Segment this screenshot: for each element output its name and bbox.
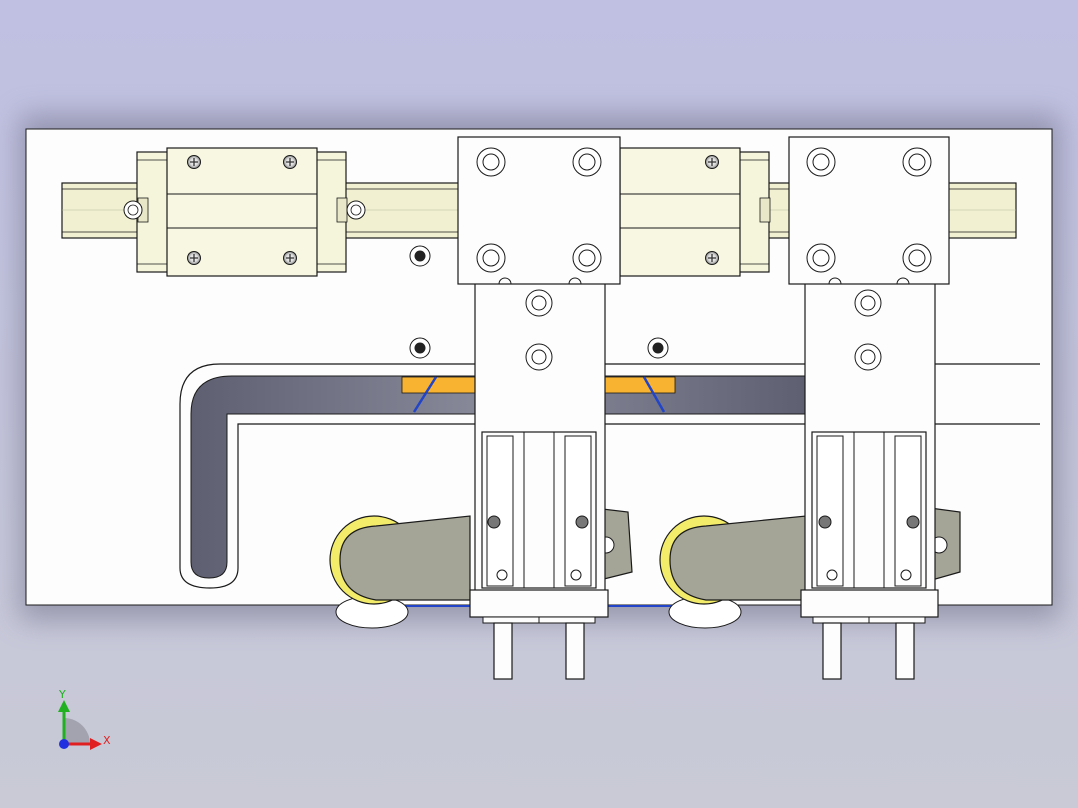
plate-bolt: [647, 337, 669, 359]
bar-hole: [854, 289, 882, 317]
partial-hole: [498, 277, 512, 285]
clamp-arm-left[interactable]: [329, 507, 633, 605]
l-slot-outline: [179, 363, 1040, 589]
guide-carriage-left[interactable]: [136, 147, 348, 277]
blue-wire: [412, 376, 438, 413]
l-slot-channel: [190, 375, 807, 579]
guide-carriage-right[interactable]: [589, 147, 771, 277]
partial-hole: [896, 277, 910, 285]
plate-bolt: [409, 245, 431, 267]
partial-hole: [568, 277, 582, 285]
bar-hole: [854, 343, 882, 371]
triad-rotation-arc-icon: [64, 718, 90, 744]
rail-end-hole-mid: [346, 200, 366, 220]
carriage-screw: [283, 155, 297, 169]
carriage-screw: [705, 251, 719, 265]
plate-bolt: [409, 337, 431, 359]
mount-hole: [476, 243, 506, 273]
carriage-screw: [187, 155, 201, 169]
mount-hole: [902, 243, 932, 273]
mount-hole: [476, 147, 506, 177]
triad-y-arrow-icon: [58, 700, 70, 712]
triad-x-arrow-icon: [90, 738, 102, 750]
triad-z-axis-icon: [59, 739, 69, 749]
orange-bar-left: [401, 376, 477, 394]
mount-hole: [572, 147, 602, 177]
orange-bar-right: [602, 376, 676, 394]
carriage-screw: [187, 251, 201, 265]
triad-x-label: X: [103, 734, 111, 747]
cylinder-assembly-right[interactable]: [788, 136, 950, 680]
triad-y-label: Y: [58, 688, 66, 701]
bar-hole: [525, 343, 553, 371]
bar-hole: [525, 289, 553, 317]
cylinder-assembly-left[interactable]: [457, 136, 621, 680]
coordinate-triad[interactable]: Y X: [58, 688, 111, 750]
mount-hole: [806, 147, 836, 177]
rail-end-hole-left: [123, 200, 143, 220]
partial-hole: [828, 277, 842, 285]
blue-wire: [642, 376, 666, 413]
mount-hole: [902, 147, 932, 177]
mount-hole: [806, 243, 836, 273]
carriage-screw-group: [187, 155, 719, 265]
carriage-screw: [705, 155, 719, 169]
mount-hole: [572, 243, 602, 273]
carriage-screw: [283, 251, 297, 265]
